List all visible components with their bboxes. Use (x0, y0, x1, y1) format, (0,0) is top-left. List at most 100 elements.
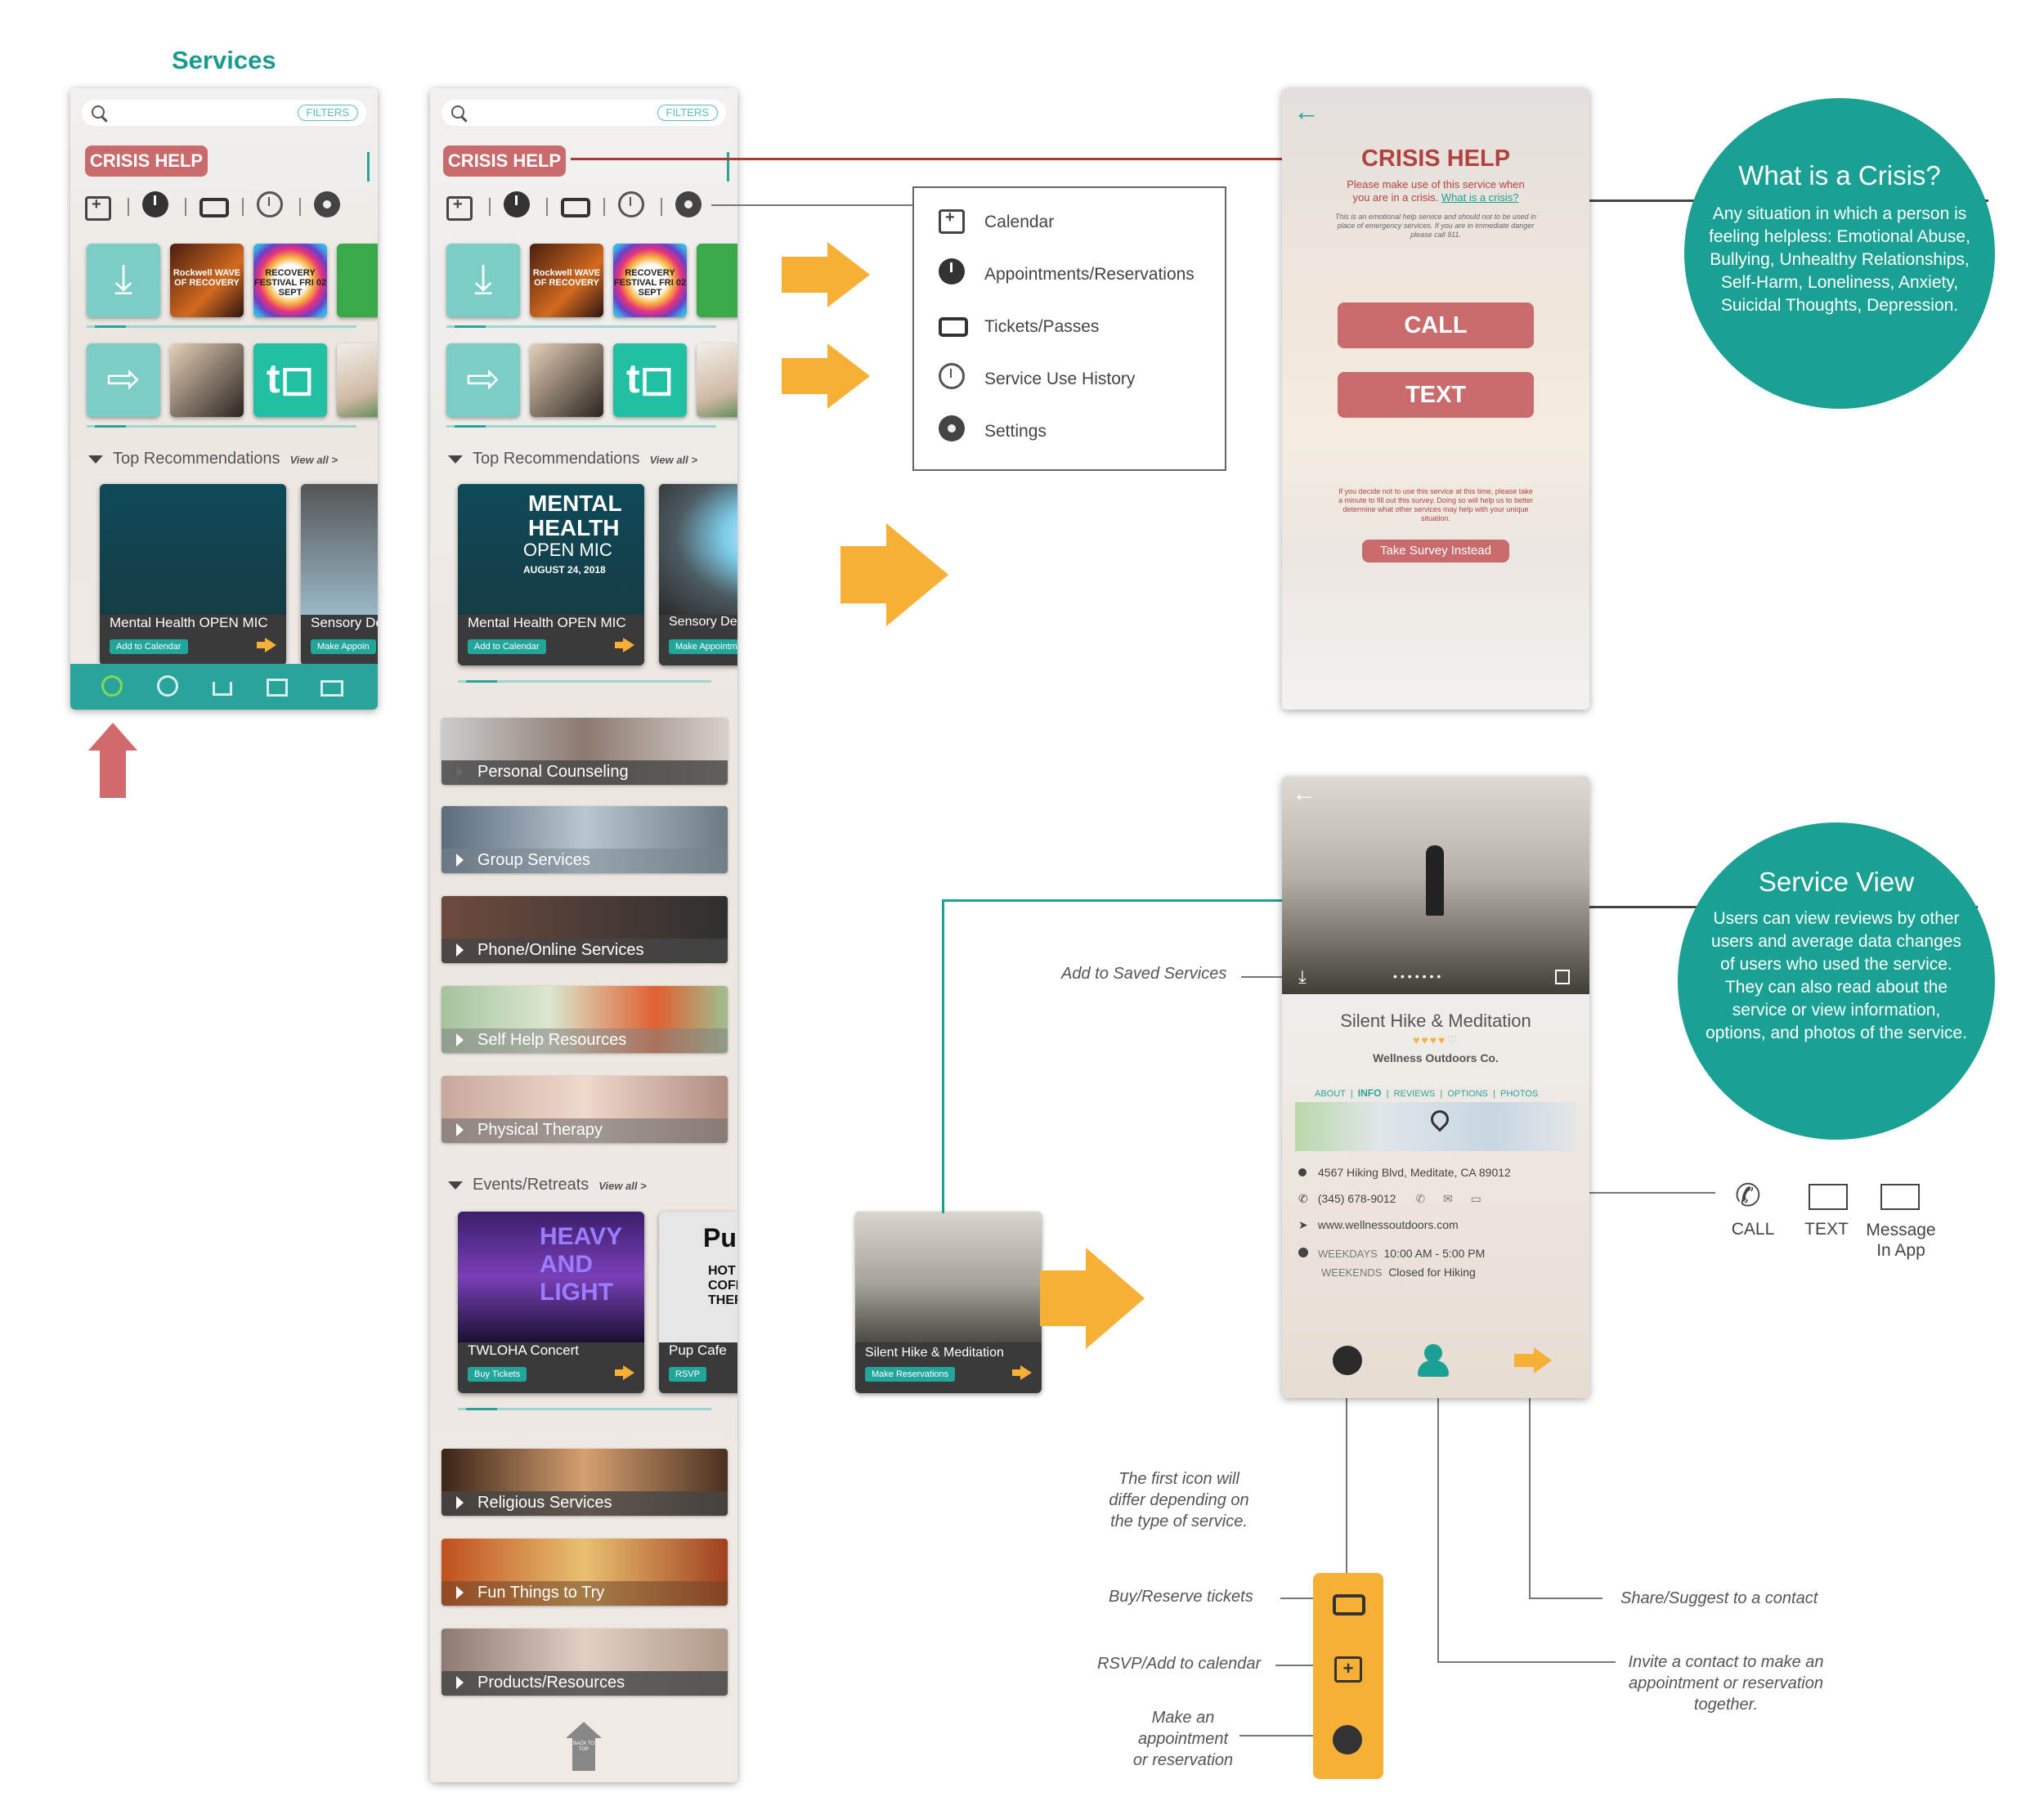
tab-photos[interactable]: PHOTOS (1500, 1089, 1539, 1099)
festival-tile[interactable]: RECOVERY FESTIVAL FRI 02 SEPT (253, 244, 327, 317)
tab-reviews[interactable]: REVIEWS (1393, 1089, 1436, 1099)
clock-icon[interactable] (504, 191, 530, 217)
clock-icon[interactable] (142, 191, 168, 217)
gear-icon[interactable] (314, 191, 340, 217)
tag-icon[interactable] (267, 679, 288, 697)
rsvp-button[interactable]: RSVP (669, 1367, 706, 1382)
view-all-link[interactable]: View all > (649, 454, 697, 466)
call-button[interactable]: CALL (1338, 302, 1534, 348)
event-card[interactable]: Pup Cafe HOT CHOCOLATE, COFFEE, TEA & TH… (659, 1212, 737, 1393)
category-physical-therapy[interactable]: Physical Therapy (442, 1076, 728, 1143)
search-icon (92, 105, 105, 119)
recommendation-card[interactable]: Sensory De Make Appoin (301, 484, 378, 665)
saved-services-tile[interactable]: ⤓ (446, 244, 520, 317)
recommendation-card[interactable]: Sensory Deprivation Therapy Make Appoint… (659, 484, 737, 665)
arrow-right-icon[interactable] (615, 1365, 634, 1380)
category-personal-counseling[interactable]: Personal Counseling (442, 718, 728, 785)
arrow-right-icon[interactable] (615, 638, 634, 652)
share-tile[interactable]: ⇨ (446, 343, 520, 417)
tile-scrollbar[interactable] (446, 325, 716, 328)
make-appointment-button[interactable]: Make Appoin (311, 639, 376, 654)
add-to-calendar-button[interactable]: Add to Calendar (110, 639, 188, 654)
ticket-icon[interactable] (199, 198, 229, 217)
history-icon[interactable] (257, 191, 283, 217)
ticket-icon[interactable] (561, 198, 590, 217)
back-arrow-icon[interactable]: ← (1292, 780, 1316, 807)
crisis-help-button[interactable]: CRISIS HELP (443, 146, 566, 177)
saved-services-tile[interactable]: ⤓ (87, 244, 160, 317)
location-map[interactable] (1295, 1102, 1576, 1151)
globe-icon[interactable] (101, 675, 123, 697)
invite-contact-icon[interactable] (1418, 1344, 1450, 1377)
wellness-tile[interactable] (337, 244, 378, 317)
copy-icon[interactable] (1555, 970, 1570, 984)
category-fun-things-to-try[interactable]: Fun Things to Try (442, 1539, 728, 1606)
scrollbar[interactable] (367, 152, 370, 181)
festival-tile[interactable]: RECOVERY FESTIVAL FRI 02 SEPT (613, 244, 687, 317)
make-appointment-button[interactable]: Make Appointment Now (669, 639, 737, 654)
scrollbar[interactable] (727, 152, 729, 181)
appointment-clock-icon[interactable] (1333, 1346, 1362, 1375)
mail-icon[interactable]: ✉ (1443, 1192, 1453, 1205)
download-icon[interactable]: ⤓ (1298, 966, 1307, 987)
tag-tile[interactable]: t◻ (613, 343, 687, 417)
connector-line (1280, 1598, 1313, 1599)
wellness-tile[interactable] (697, 244, 737, 317)
filters-button[interactable]: FILTERS (297, 105, 358, 121)
history-icon[interactable] (618, 191, 644, 217)
text-button[interactable]: TEXT (1338, 372, 1534, 418)
recovery-event-tile[interactable]: Rockwell WAVE OF RECOVERY (530, 244, 603, 317)
add-to-calendar-button[interactable]: Add to Calendar (468, 639, 546, 654)
cards-icon[interactable] (320, 680, 343, 697)
category-phone-online-services[interactable]: Phone/Online Services (442, 896, 728, 963)
share-arrow-icon[interactable] (1514, 1347, 1553, 1374)
leaf-tile[interactable] (170, 343, 244, 417)
home-icon[interactable] (213, 682, 232, 696)
back-arrow-icon[interactable]: ← (1293, 96, 1320, 126)
view-all-link[interactable]: View all > (289, 454, 338, 466)
back-to-top-button[interactable]: BACK TO TOP (566, 1722, 602, 1771)
arrow-right-icon[interactable] (257, 638, 276, 652)
search-input[interactable]: FILTERS (442, 100, 726, 126)
card-scrollbar[interactable] (458, 680, 711, 683)
tab-info[interactable]: INFO (1357, 1087, 1382, 1099)
tile-scrollbar[interactable] (87, 425, 356, 428)
doctor-tile[interactable] (337, 343, 378, 417)
buy-tickets-button[interactable]: Buy Tickets (468, 1367, 527, 1382)
take-survey-button[interactable]: Take Survey Instead (1362, 540, 1509, 562)
tag-tile[interactable]: t◻ (253, 343, 327, 417)
search-input[interactable]: FILTERS (82, 100, 366, 126)
make-reservations-button[interactable]: Make Reservations (865, 1367, 956, 1382)
arrow-right-icon[interactable] (1012, 1365, 1032, 1380)
category-group-services[interactable]: Group Services (442, 806, 728, 873)
event-card[interactable]: HEAVY AND LIGHT TWLOHA Concert Buy Ticke… (458, 1212, 644, 1393)
category-religious-services[interactable]: Religious Services (442, 1449, 728, 1516)
calendar-icon[interactable] (446, 195, 473, 221)
recommendation-card[interactable]: MENTAL HEALTH OPEN MIC AUGUST 24, 2018 M… (458, 484, 644, 665)
tile-scrollbar[interactable] (446, 425, 716, 428)
card-scrollbar[interactable] (458, 1408, 711, 1410)
tab-about[interactable]: ABOUT (1315, 1089, 1346, 1099)
message-icon[interactable]: ▭ (1470, 1192, 1481, 1205)
crisis-help-button[interactable]: CRISIS HELP (85, 146, 208, 177)
recovery-event-tile[interactable]: Rockwell WAVE OF RECOVERY (170, 244, 244, 317)
view-all-link[interactable]: View all > (598, 1180, 647, 1192)
share-tile[interactable]: ⇨ (87, 343, 160, 417)
recommendation-card[interactable]: Mental Health OPEN MIC Add to Calendar (100, 484, 286, 665)
doctor-tile[interactable] (697, 343, 737, 417)
tile-scrollbar[interactable] (87, 325, 356, 328)
call-icon[interactable]: ✆ (1415, 1192, 1426, 1205)
category-self-help-resources[interactable]: Self Help Resources (442, 986, 728, 1053)
what-is-crisis-link[interactable]: What is a crisis? (1441, 191, 1519, 204)
tab-options[interactable]: OPTIONS (1447, 1089, 1488, 1099)
calendar-icon[interactable] (85, 195, 111, 221)
gear-icon[interactable] (675, 191, 702, 217)
event-card[interactable]: Silent Hike & Meditation Make Reservatio… (855, 1212, 1042, 1393)
category-products-resources[interactable]: Products/Resources (442, 1629, 728, 1696)
leaf-tile[interactable] (530, 343, 603, 417)
chat-icon[interactable] (157, 675, 178, 697)
filters-button[interactable]: FILTERS (657, 105, 718, 121)
